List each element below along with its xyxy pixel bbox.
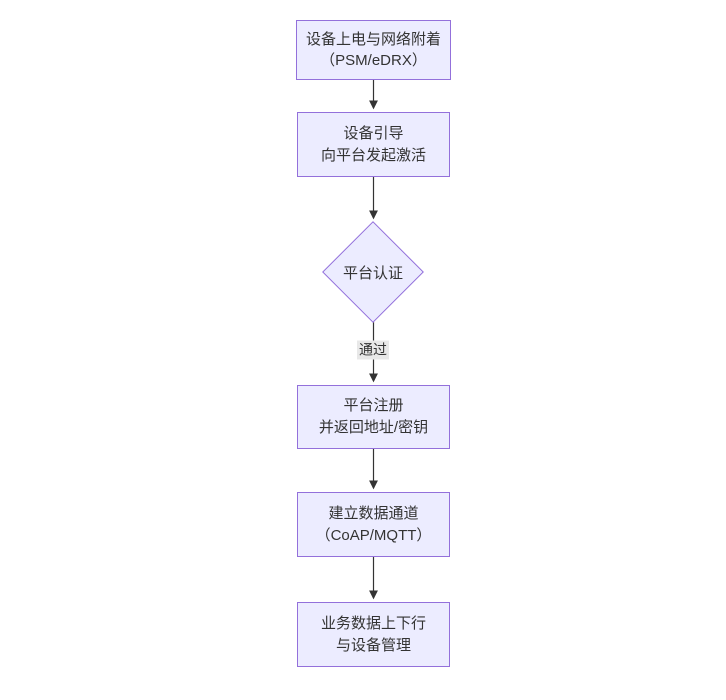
node-label-line: 设备上电与网络附着	[305, 31, 441, 48]
node-label-line: 与设备管理	[335, 636, 411, 654]
node-label-line: 建立数据通道	[328, 504, 419, 522]
decision-platform-auth: 平台认证	[322, 221, 424, 323]
node-label-line: 平台认证	[342, 264, 403, 282]
node-label-line: 向平台发起激活	[320, 146, 426, 164]
edge-label-pass: 通过	[357, 340, 389, 360]
node-label-line: （PSM/eDRX）	[320, 52, 427, 69]
node-label-line: 业务数据上下行	[320, 614, 426, 632]
node-platform-register: 平台注册 并返回地址/密钥	[297, 385, 450, 449]
node-power-network-attach: 设备上电与网络附着 （PSM/eDRX）	[296, 20, 451, 80]
node-label-line: 并返回地址/密钥	[318, 419, 429, 436]
node-data-channel: 建立数据通道 （CoAP/MQTT）	[297, 492, 450, 557]
node-device-bootstrap: 设备引导 向平台发起激活	[297, 112, 450, 177]
node-label-line: 平台注册	[343, 397, 404, 414]
node-label-line: （CoAP/MQTT）	[315, 526, 432, 544]
node-business-data: 业务数据上下行 与设备管理	[297, 602, 450, 667]
node-label-line: 设备引导	[343, 124, 404, 142]
